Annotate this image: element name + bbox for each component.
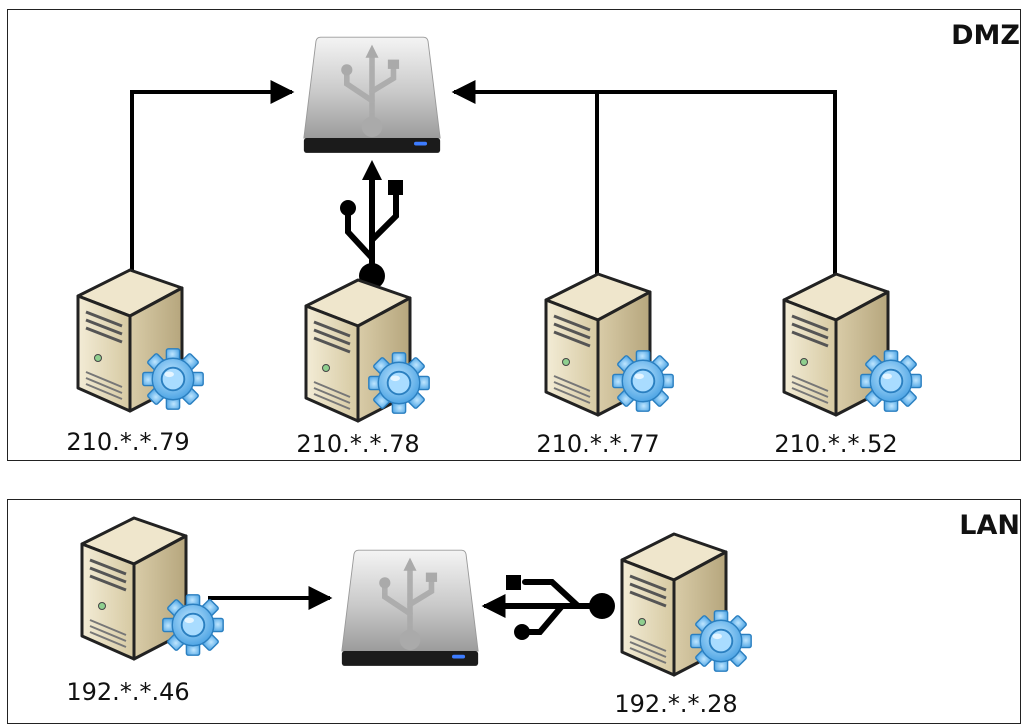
lan-server-ip: 192.*.*.28 — [614, 690, 737, 718]
dmz-server-3: 210.*.*.77 — [536, 272, 675, 458]
gear-icon — [367, 351, 431, 415]
dmz-links — [130, 80, 837, 278]
dmz-server-ip: 210.*.*.79 — [66, 428, 189, 456]
lan-server-2: 192.*.*.28 — [614, 532, 753, 718]
dmz-server-4: 210.*.*.52 — [774, 272, 923, 458]
lan-storage-drive-icon — [342, 550, 478, 666]
gear-icon — [859, 349, 923, 413]
gear-icon — [689, 609, 753, 673]
gear-icon — [611, 349, 675, 413]
gear-icon — [141, 347, 205, 411]
dmz-server-ip: 210.*.*.52 — [774, 430, 897, 458]
lan-zone-label: LAN — [959, 510, 1020, 541]
lan-usb-cable-ends — [506, 575, 615, 640]
dmz-storage-drive-icon — [304, 37, 440, 153]
dmz-usb-cable-icon — [345, 169, 399, 283]
dmz-server-ip: 210.*.*.78 — [296, 430, 419, 458]
dmz-server-2: 210.*.*.78 — [296, 278, 431, 458]
dmz-server-1: 210.*.*.79 — [66, 268, 205, 456]
lan-server-ip: 192.*.*.46 — [66, 678, 189, 706]
dmz-server-ip: 210.*.*.77 — [536, 430, 659, 458]
dmz-zone-label: DMZ — [951, 20, 1020, 51]
lan-server-1: 192.*.*.46 — [66, 516, 225, 706]
gear-icon — [161, 593, 225, 657]
dmz-usb-cable-ends — [340, 160, 403, 289]
